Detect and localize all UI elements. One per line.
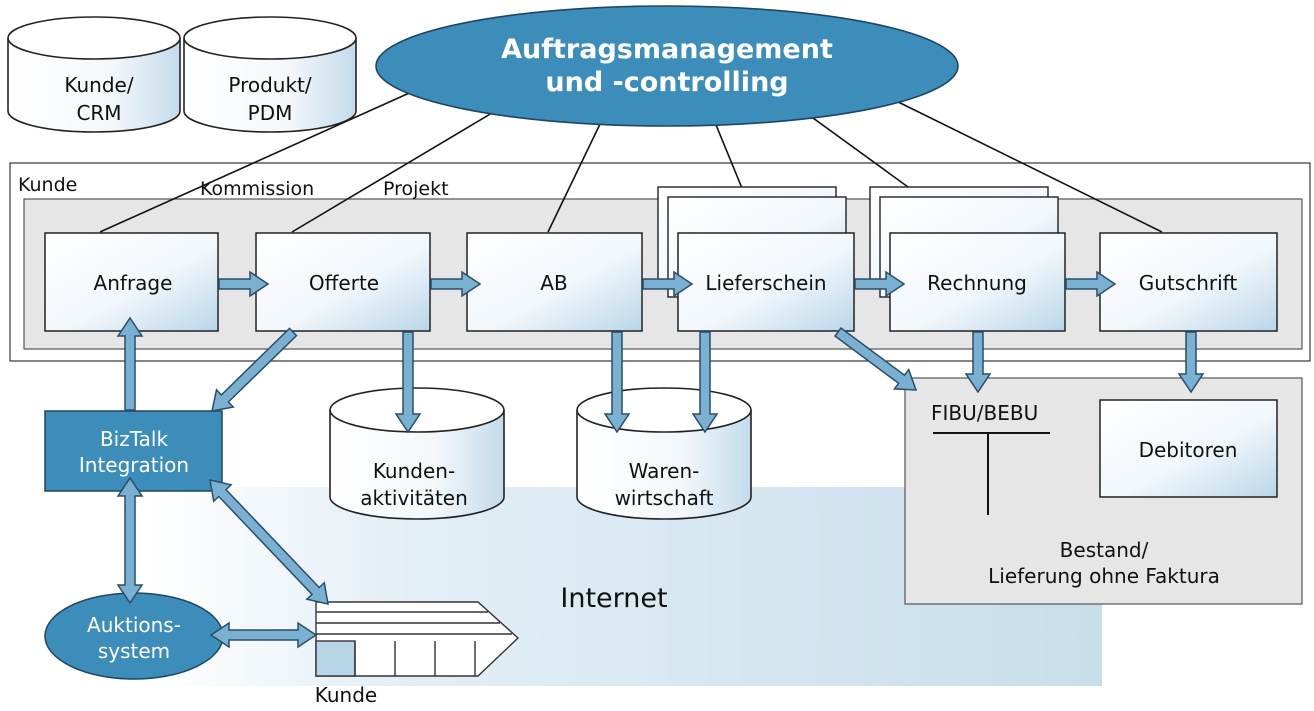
arrow-lieferschein-to-rechnung [854,270,906,298]
bestand-line1: Bestand/ [1060,538,1149,562]
step-offerte-label: Offerte [309,271,379,295]
arrow-offerte-to-kundenaktivitaeten [394,331,422,434]
arrow-biztalk-auktion [116,476,144,605]
auktion-line1: Auktions- [87,613,181,637]
title-line2: und -controlling [545,67,788,98]
arrow-lieferschein-to-warenwirtschaft [691,331,719,434]
arrow-gutschrift-to-debitoren [1177,331,1205,394]
arrow-auktion-webshop [209,621,318,649]
title-ellipse [375,5,959,127]
db-kunde-crm: Kunde/ CRM [7,16,181,133]
step-offerte: Offerte [255,232,431,332]
webshop-device [315,601,520,677]
kunde-frame-label: Kunde [18,174,77,196]
step-anfrage: Anfrage [44,232,219,332]
projekt-label: Projekt [383,178,449,200]
db-kunde-crm-line2: CRM [76,101,121,125]
arrow-biztalk-to-anfrage [116,316,144,411]
arrows-layer [116,270,1205,649]
debitoren-label: Debitoren [1139,438,1238,462]
arrow-ab-to-warenwirtschaft [603,331,631,434]
db-produkt-pdm: Produkt/ PDM [183,16,357,133]
arrow-rechnung-to-fibu [964,331,992,394]
arrow-biztalk-webshop [209,479,329,605]
biztalk-line2: Integration [79,453,189,477]
step-lieferschein-label: Lieferschein [705,271,826,295]
db-kunde-crm-line1: Kunde/ [64,73,133,97]
db-produkt-pdm-line1: Produkt/ [228,73,312,97]
step-gutschrift-label: Gutschrift [1139,271,1238,295]
title-line1: Auftragsmanagement [501,34,833,65]
step-anfrage-label: Anfrage [94,271,173,295]
arrow-lieferschein-to-bestand [833,326,918,391]
db-warenwirtschaft: Waren- wirtschaft [576,387,752,520]
step-lieferschein: Lieferschein [677,232,855,332]
db-produkt-pdm-line2: PDM [248,101,293,125]
kommission-label: Kommission [200,178,314,200]
step-rechnung: Rechnung [889,232,1066,332]
fibu-label: FIBU/BEBU [931,401,1038,425]
step-gutschrift: Gutschrift [1099,232,1278,332]
auktion-ellipse: Auktions- system [44,592,224,680]
kunde-bottom-label: Kunde [315,683,377,707]
arrow-offerte-to-ab [430,270,482,298]
bestand-line2: Lieferung ohne Faktura [988,564,1220,588]
auktion-line2: system [98,639,170,663]
debitoren-box: Debitoren [1099,399,1278,498]
step-rechnung-label: Rechnung [927,271,1027,295]
arrow-anfrage-to-offerte [218,270,270,298]
db-warenwirtschaft-line2: wirtschaft [615,486,714,510]
biztalk-line1: BizTalk [100,427,168,451]
db-kundenaktivitaeten-line2: aktivitäten [360,486,468,510]
step-ab: AB [466,232,643,332]
db-kundenaktivitaeten-line1: Kunden- [373,459,455,483]
db-warenwirtschaft-line1: Waren- [629,459,700,483]
db-kundenaktivitaeten: Kunden- aktivitäten [329,387,505,520]
biztalk-box: BizTalk Integration [44,410,223,492]
arrow-rechnung-to-gutschrift [1065,270,1117,298]
internet-label: Internet [560,583,667,614]
arrow-offerte-to-biztalk [211,327,298,412]
step-ab-label: AB [540,271,567,295]
arrow-ab-to-lieferschein [642,270,694,298]
